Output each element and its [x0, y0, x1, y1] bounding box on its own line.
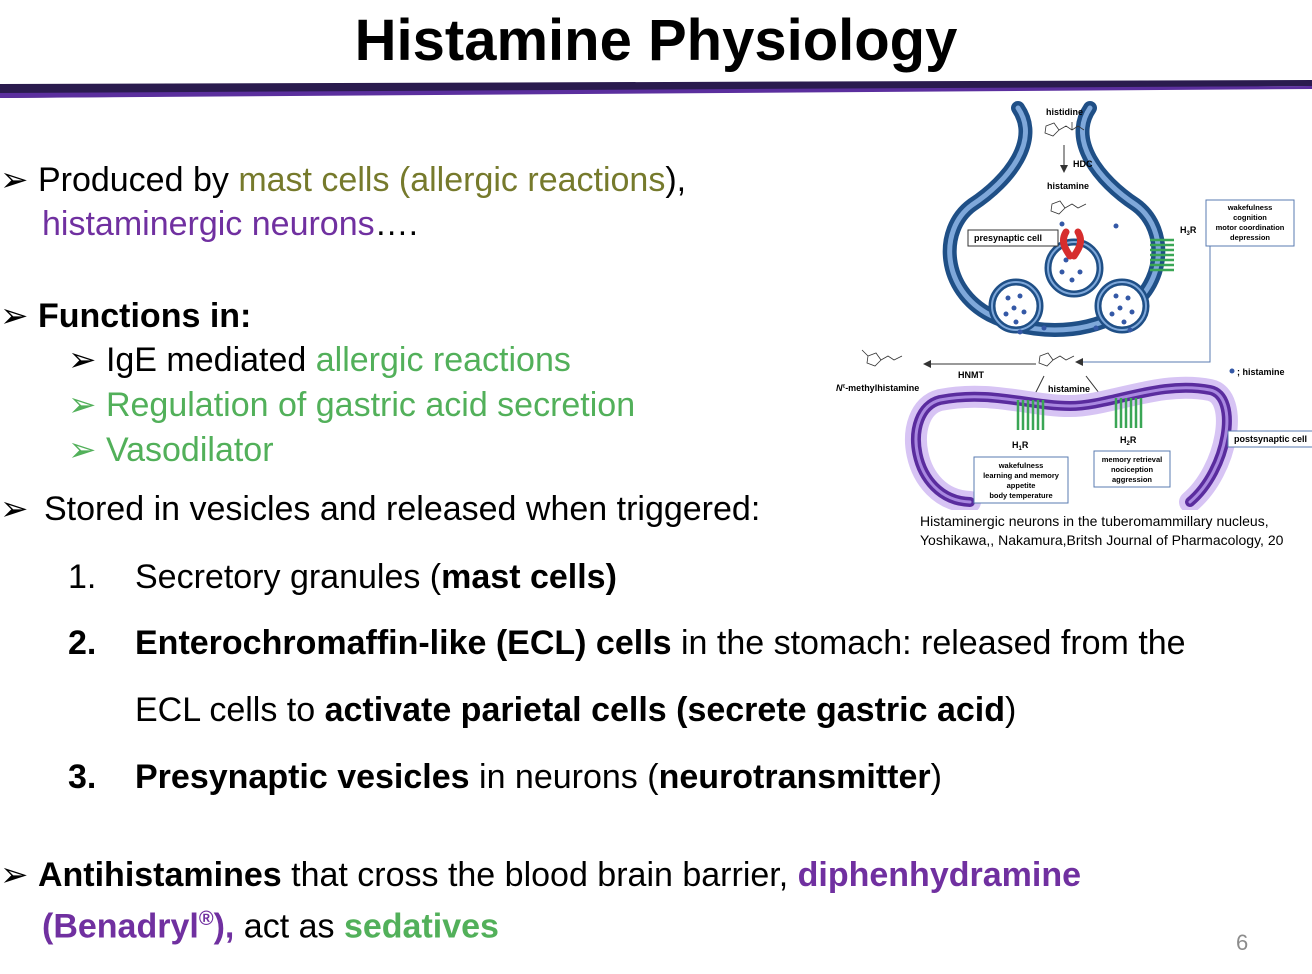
list-number: 3. [68, 758, 97, 796]
svg-text:Nτ-methylhistamine: Nτ-methylhistamine [836, 383, 919, 393]
bullet-antihistamines: ➢ Antihistamines that cross the blood br… [0, 856, 1081, 894]
svg-text:motor coordination: motor coordination [1216, 223, 1285, 232]
sub-bullet-arrow: ➢ [68, 386, 97, 424]
svg-text:body temperature: body temperature [989, 491, 1052, 500]
mast-cells-text: mast cells (allergic reactions [238, 161, 666, 199]
svg-text:H1R: H1R [1012, 440, 1029, 452]
histidine-structure-icon [1044, 122, 1085, 137]
transporter-icon [1060, 228, 1084, 260]
functions-heading: Functions in: [37, 297, 252, 335]
svg-text:cognition: cognition [1233, 213, 1267, 222]
stored-item-1: Secretory granules (mast cells) [135, 558, 617, 596]
bullet-stored: ➢ Stored in vesicles and released when t… [0, 490, 761, 528]
figure-caption: Histaminergic neurons in the tuberomammi… [920, 513, 1284, 548]
methylhistamine-structure-icon [861, 349, 903, 367]
svg-text:postsynaptic cell: postsynaptic cell [1234, 434, 1307, 444]
h3r-receptor-icon [1150, 238, 1174, 272]
title-divider [0, 80, 1312, 98]
vesicles [988, 238, 1150, 334]
function-item: ➢ IgE mediated allergic reactions [68, 341, 571, 379]
synapse-diagram: histidine HDC histamine presynaptic cell… [836, 101, 1312, 510]
bullet-produced: ➢ Produced by mast cells (allergic react… [0, 161, 687, 199]
bullet-functions: ➢ Functions in: [0, 296, 251, 336]
bullet-arrow: ➢ [0, 297, 29, 335]
stored-item-2-line2: ECL cells to activate parietal cells (se… [135, 691, 1017, 729]
function-item: ➢ Vasodilator [68, 431, 274, 469]
bullet-arrow: ➢ [0, 161, 29, 199]
sub-bullet-arrow: ➢ [68, 431, 97, 469]
sub-bullet-arrow: ➢ [68, 341, 97, 379]
svg-text:learning and memory: learning and memory [983, 471, 1060, 480]
svg-text:H2R: H2R [1120, 435, 1137, 447]
svg-text:depression: depression [1230, 233, 1270, 242]
bullet-arrow: ➢ [0, 490, 29, 528]
svg-text:aggression: aggression [1112, 475, 1152, 484]
svg-text:H3R: H3R [1180, 225, 1197, 237]
histamine-structure-icon [1038, 352, 1075, 367]
svg-text:histamine: histamine [1047, 181, 1089, 191]
svg-text:histidine: histidine [1046, 107, 1083, 117]
svg-text:wakefulness: wakefulness [1227, 203, 1273, 212]
stored-item-3: Presynaptic vesicles in neurons (neurotr… [135, 758, 942, 796]
page-number: 6 [1236, 930, 1249, 955]
h1r-receptor-icon [1016, 400, 1045, 430]
svg-text:memory retrieval: memory retrieval [1102, 455, 1162, 464]
svg-text:presynaptic cell: presynaptic cell [974, 233, 1042, 243]
neurons-text: histaminergic neurons [42, 205, 375, 243]
stored-item-2: Enterochromaffin-like (ECL) cells in the… [135, 624, 1186, 662]
svg-text:histamine: histamine [1048, 384, 1090, 394]
page-title: Histamine Physiology [354, 8, 958, 73]
postsynaptic-membrane [905, 376, 1238, 510]
h2r-receptor-icon [1114, 398, 1143, 428]
sedatives-text: sedatives [343, 907, 499, 946]
bullet-produced-line2: histaminergic neurons…. [42, 205, 419, 243]
presynaptic-membrane [942, 101, 1166, 337]
svg-text:; histamine: ; histamine [1237, 367, 1285, 377]
list-number: 2. [68, 624, 97, 662]
svg-text:appetite: appetite [1007, 481, 1036, 490]
diphenhydramine-text: diphenhydramine [797, 856, 1081, 894]
function-item: ➢ Regulation of gastric acid secretion [68, 386, 636, 424]
list-number: 1. [68, 558, 97, 596]
svg-text:HDC: HDC [1073, 159, 1093, 169]
svg-text:wakefulness: wakefulness [998, 461, 1044, 470]
histamine-dots [1003, 221, 1135, 335]
svg-text:nociception: nociception [1111, 465, 1154, 474]
svg-text:HNMT: HNMT [958, 370, 984, 380]
bullet-arrow: ➢ [0, 856, 29, 894]
bullet-antihistamines-line2: (Benadryl®), act as sedatives [42, 907, 499, 946]
histamine-structure-icon [1050, 200, 1087, 215]
